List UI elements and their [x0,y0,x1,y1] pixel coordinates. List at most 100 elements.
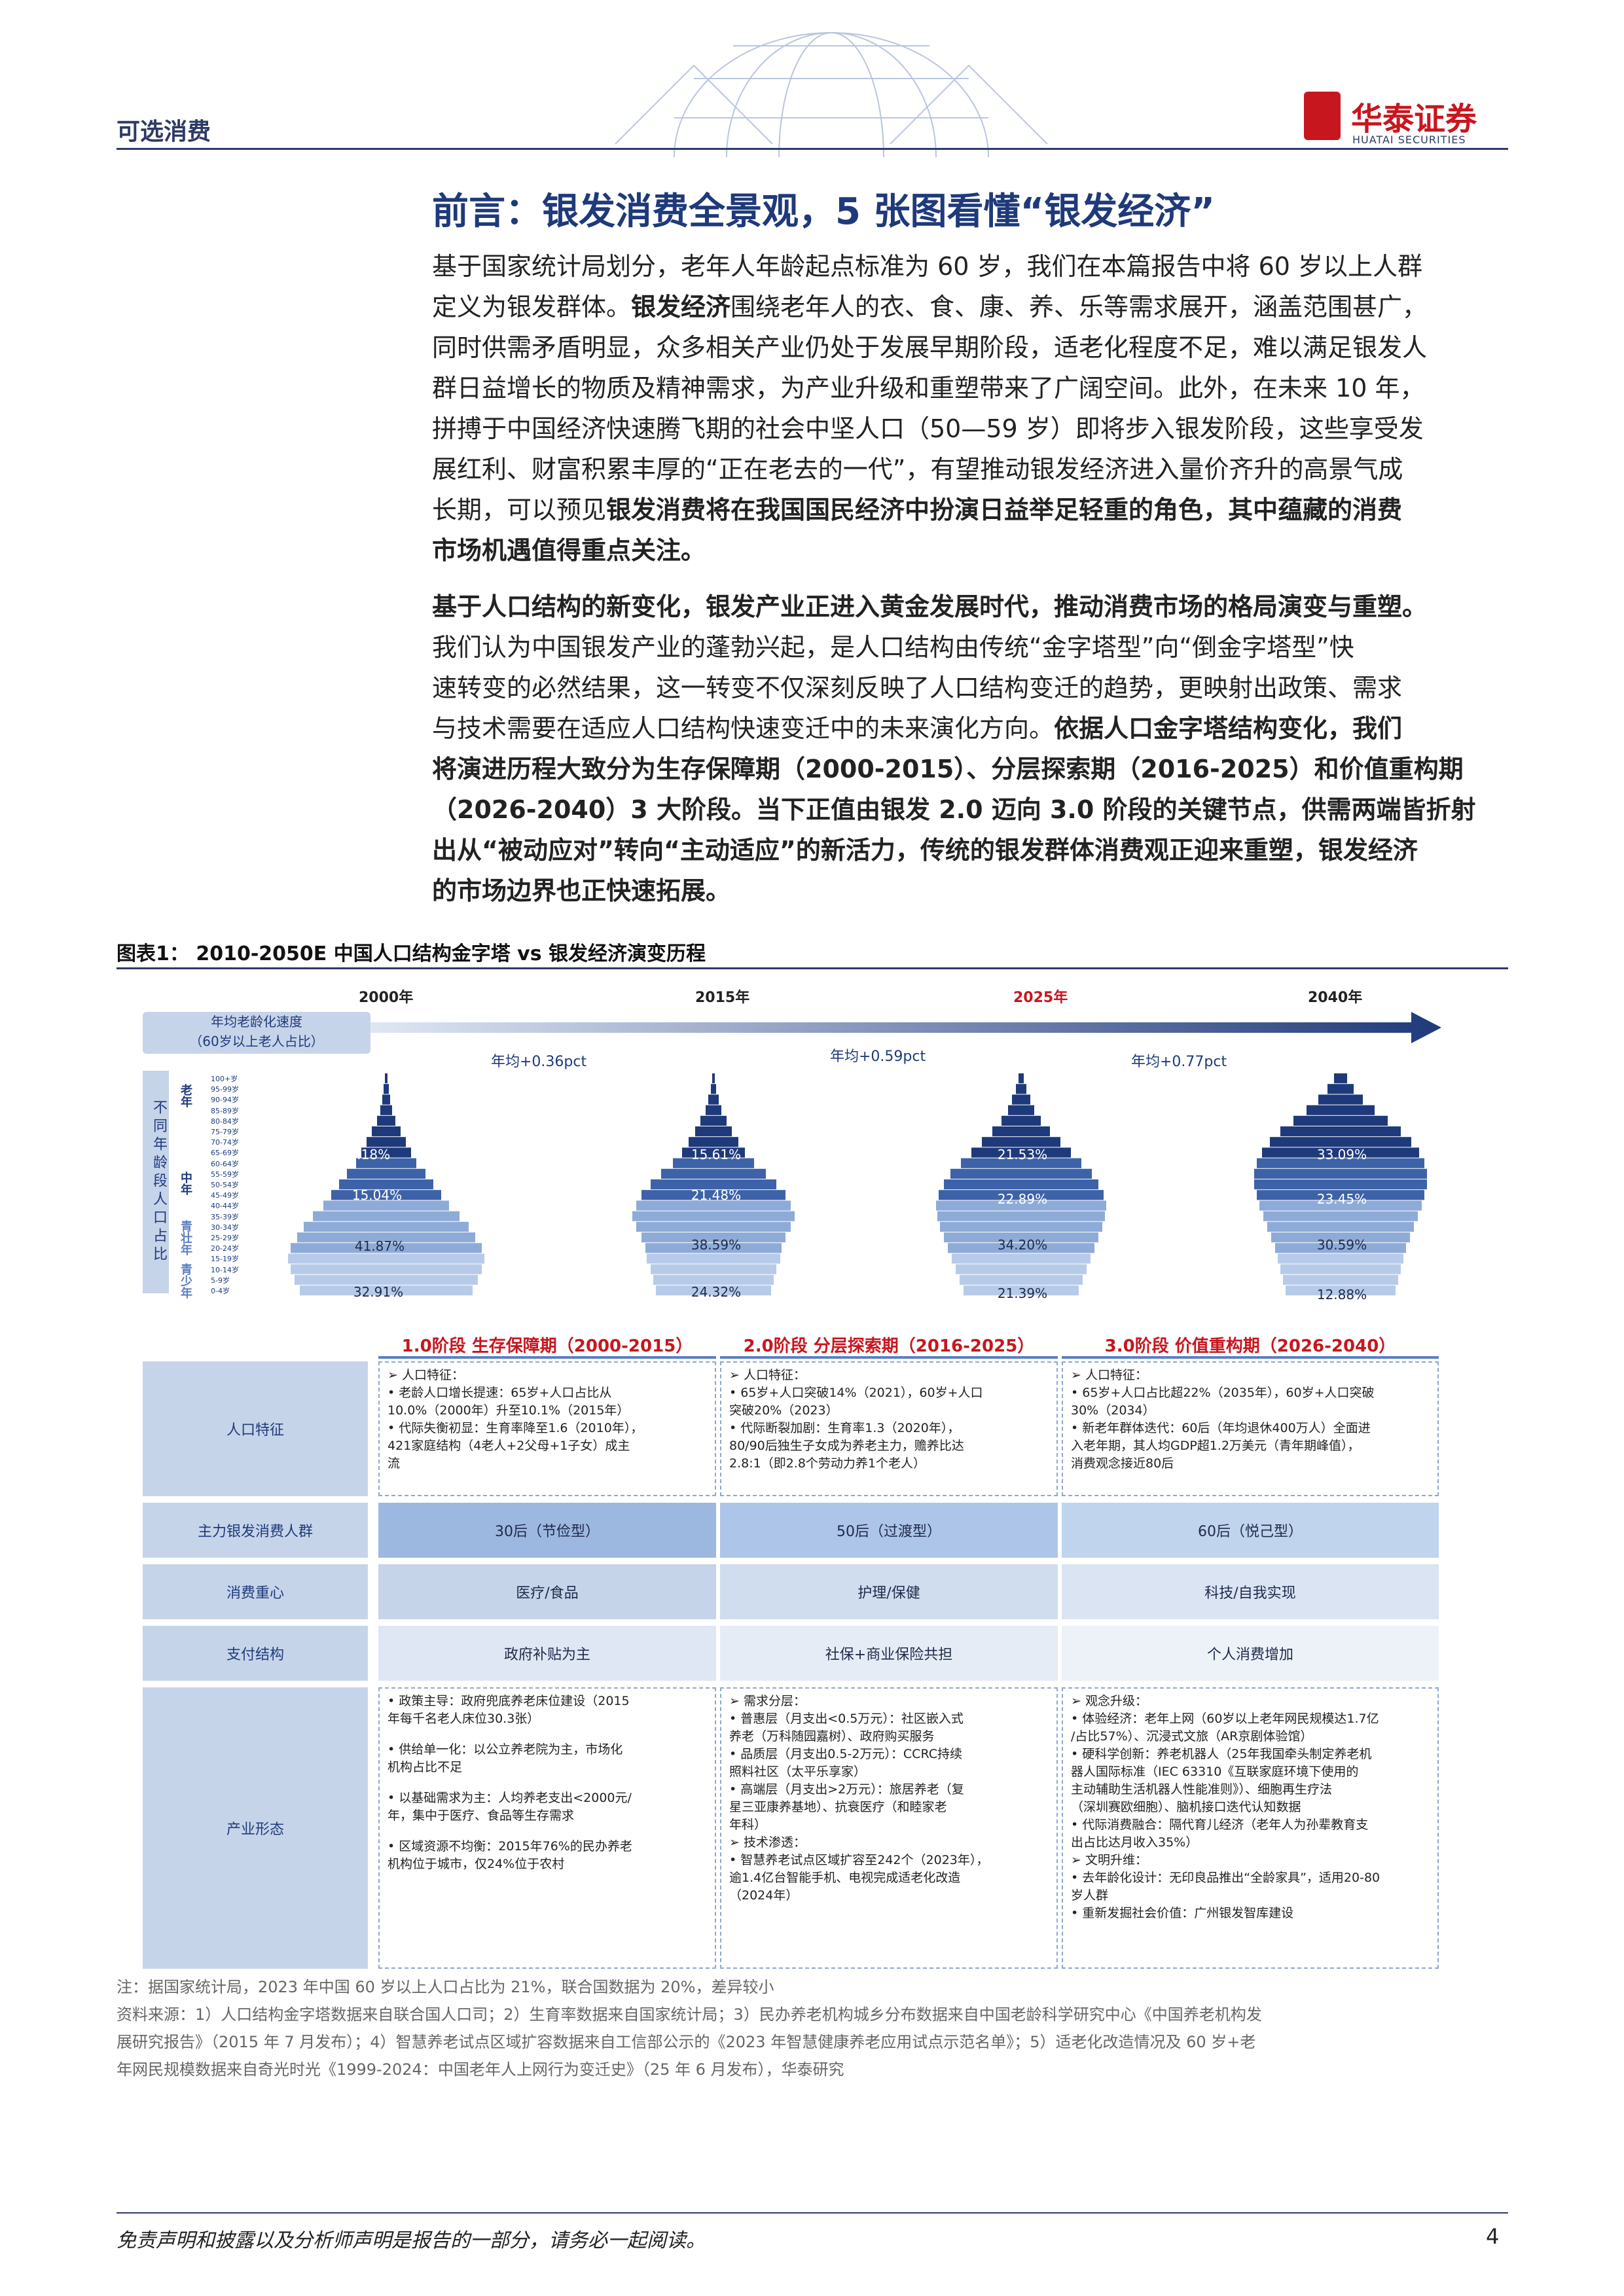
pay-band-1: 政府补贴为主 [378,1626,716,1681]
pyramid-bar [961,1158,1081,1168]
year-2015: 2015年 [695,990,750,1006]
text-line: 我们认为中国银发产业的蓬勃兴起，是人口结构由传统“金字塔型”向“倒金字塔型”快 [432,633,1354,662]
pyramid-bar [1257,1158,1424,1168]
pyramid-bar [971,1147,1071,1158]
pyramid-bar [1271,1232,1410,1243]
pyramid-bar [936,1200,1106,1211]
p3-elderly: 33.09% [1316,1147,1367,1162]
age-tick: 65-69岁 [211,1149,239,1158]
row-pay-header: 支付结构 [143,1626,368,1681]
pyramid-bar [1278,1253,1403,1264]
pop-cell-2: ➢ 人口特征：• 65岁+人口突破14%（2021），60岁+人口 突破20%（… [720,1361,1058,1496]
pyramid-bar [712,1073,715,1084]
pyramid-bar [1259,1200,1422,1211]
text-line: 将演进历程大致分为生存保障期（2000-2015）、分层探索期（2016-202… [432,755,1464,783]
group-teen: 青少年 [179,1263,192,1299]
pyramid-bar [385,1073,388,1084]
text-line: 基于人口结构的新变化，银发产业正进入黄金发展时代，推动消费市场的格局演变与重塑。 [432,592,1428,621]
pyramid-bar [291,1264,482,1274]
pyramid-bar [384,1084,389,1094]
consumer-band-1: 30后（节俭型） [378,1503,716,1558]
note-1: 注：据国家统计局，2023 年中国 60 岁以上人口占比为 21%，联合国数据为… [117,1978,774,1996]
intro-paragraph: 基于国家统计局划分，老年人年龄起点标准为 60 岁，我们在本篇报告中将 60 岁… [432,246,1506,571]
pyramid-bar [1293,1115,1388,1126]
p3-teen: 12.88% [1316,1287,1367,1302]
p3-youth: 30.59% [1316,1237,1367,1253]
pyramid-bar [1270,1137,1411,1147]
p3-middle: 23.45% [1316,1191,1367,1207]
rate-2: 年均+0.59pct [830,1049,926,1065]
p2-elderly: 21.53% [997,1147,1048,1162]
pyramid-bar [1262,1147,1419,1158]
source-line-1: 资料来源：1）人口结构金字塔数据来自联合国人口司；2）生育率数据来自国家统计局；… [117,2005,1262,2024]
pyramid-bar [956,1264,1087,1274]
pyramid-bar [1334,1073,1347,1084]
logo-text-cn: 华泰证券 [1351,101,1477,137]
pyramid-bar [636,1221,791,1232]
y-axis-label: 不同年龄段人口占比 [143,1071,169,1293]
text-line: 长期，可以预见银发消费将在我国国民经济中扮演日益举足轻重的角色，其中蕴藏的消费 [432,495,1403,524]
group-elderly: 老年 [179,1084,192,1107]
age-tick: 10-14岁 [211,1265,239,1274]
pyramid-bar [1012,1094,1030,1105]
age-tick: 60-64岁 [211,1159,239,1168]
pyramid-bar [1019,1073,1024,1084]
year-2025: 2025年 [1013,990,1068,1006]
pyramid-bar [641,1190,785,1200]
focus-band-1: 医疗/食品 [378,1564,716,1619]
pyramid-bar [700,1115,727,1126]
stage-3-header: 3.0阶段 价值重构期（2026-2040） [1104,1336,1396,1356]
structure-paragraph: 基于人口结构的新变化，银发产业正进入黄金发展时代，推动消费市场的格局演变与重塑。… [432,586,1506,911]
group-youth: 青壮年 [179,1220,192,1255]
age-tick: 100+岁 [211,1075,238,1083]
rate-1: 年均+0.36pct [491,1054,587,1070]
text-line: 的市场边界也正快速拓展。 [432,876,731,905]
pop-cell-1: ➢ 人口特征：• 老龄人口增长提速：65岁+人口占比从 10.0%（2000年）… [378,1361,716,1496]
pyramid-bar [656,1285,771,1296]
pyramid-bar [339,1179,433,1190]
age-tick: 20-24岁 [211,1244,239,1253]
p1-teen: 24.32% [691,1284,742,1300]
pyramid-bar [1307,1105,1375,1115]
footer-rule [117,2212,1508,2214]
age-tick: 30-34岁 [211,1223,239,1232]
page-number: 4 [1486,2224,1500,2249]
text-line: 基于国家统计局划分，老年人年龄起点标准为 60 岁，我们在本篇报告中将 60 岁… [432,252,1423,281]
pyramid-bar [377,1115,395,1126]
age-tick: 35-39岁 [211,1212,239,1221]
pyramid-bar [300,1285,473,1296]
pyramid-bar [673,1158,754,1168]
row-focus-header: 消费重心 [143,1564,368,1619]
age-tick: 15-19岁 [211,1255,239,1264]
rate-3: 年均+0.77pct [1131,1054,1227,1070]
age-tick: 55-59岁 [211,1170,239,1179]
pyramid-bar [1267,1221,1414,1232]
timeline-arrow-icon [370,1012,1441,1043]
p2-youth: 34.20% [997,1237,1048,1253]
pyramid-bar [708,1094,719,1105]
pyramid-bar [952,1253,1091,1264]
pyramid-bar [323,1200,449,1211]
age-tick: 80-84岁 [211,1117,239,1126]
pyramid-bar [944,1232,1098,1243]
pyramid-bar [944,1179,1098,1190]
text-line: 群日益增长的物质及精神需求，为产业升级和重塑带来了广阔空间。此外，在未来 10 … [432,374,1425,403]
pyramid-bar [632,1211,795,1221]
pyramid-bar [304,1221,469,1232]
pyramid-bar [1254,1168,1427,1179]
pyramid-bar [950,1168,1092,1179]
industry-cell-3: ➢ 观念升级：• 体验经济：老年上网（60岁以上老年网民规模达1.7亿 /占比5… [1062,1687,1439,1969]
pyramid-bar [1254,1179,1427,1190]
aging-speed-label: 年均老龄化速度（60岁以上老人占比） [143,1012,370,1054]
huatai-logo-icon [1304,92,1341,140]
year-2000: 2000年 [359,990,414,1006]
pyramid-bar [960,1274,1083,1285]
globe-decoration-icon [615,32,1048,157]
pyramid-bar [1318,1094,1363,1105]
text-line: 速转变的必然结果，这一转变不仅深刻反映了人口结构变迁的趋势，更映射出政策、需求 [432,673,1403,702]
stage-1-header: 1.0阶段 生存保障期（2000-2015） [401,1336,693,1356]
pyramid-bar [645,1243,782,1253]
pyramid-bar [937,1211,1105,1221]
pyramid-bar [361,1147,411,1158]
text-line: 市场机遇值得重点关注。 [432,536,706,565]
